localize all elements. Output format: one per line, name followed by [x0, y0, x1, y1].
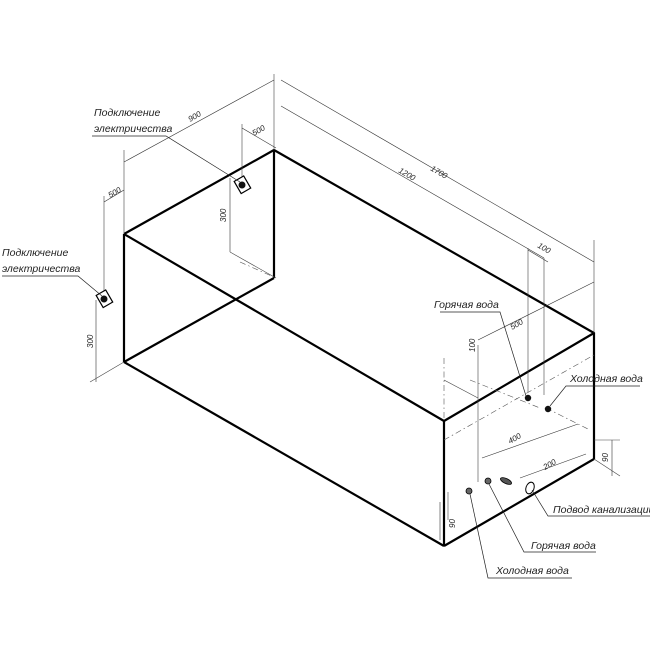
- drain-outlet-icon: [525, 481, 535, 495]
- power-outlet-top-icon: [233, 175, 252, 195]
- dim-front-400: 400: [507, 431, 524, 446]
- label-power-left-2: электричества: [2, 263, 80, 275]
- dim-top-300: 300: [219, 208, 228, 222]
- label-cold-water-front: Холодная вода: [495, 565, 569, 577]
- dim-length-1200: 1200: [397, 166, 417, 183]
- label-power-top-2: электричества: [94, 123, 172, 135]
- dim-right-100: 100: [536, 241, 553, 256]
- dim-left-300: 300: [86, 334, 95, 348]
- label-power-left-1: Подключение: [2, 247, 68, 259]
- dim-width-900: 900: [187, 109, 204, 124]
- callout-labels: Подключение электричества Подключение эл…: [2, 107, 650, 577]
- dim-left-500: 500: [107, 185, 124, 200]
- top-dimensions: [89, 74, 621, 540]
- dim-top-500: 500: [251, 123, 268, 138]
- label-drain: Подвод канализации: [553, 504, 650, 516]
- label-cold-water-back: Холодная вода: [569, 373, 643, 385]
- cold-water-back-icon: [544, 405, 552, 413]
- hot-water-back-icon: [524, 394, 532, 402]
- hot-water-front-icon: [484, 477, 492, 485]
- dim-length-1700: 1700: [429, 164, 449, 181]
- dim-front-200: 200: [541, 457, 558, 472]
- connection-symbols: [95, 175, 552, 495]
- label-hot-water-front: Горячая вода: [531, 540, 596, 552]
- drain-pipe-icon: [500, 477, 512, 485]
- label-hot-water-back: Горячая вода: [434, 299, 499, 311]
- dimension-labels: 900 500 1700 1200 300 500 300 100 500 90…: [86, 109, 610, 528]
- dim-right-500: 500: [509, 317, 526, 332]
- label-power-top-1: Подключение: [94, 107, 160, 119]
- leader-lines: [2, 135, 650, 579]
- power-outlet-left-icon: [95, 289, 114, 309]
- dim-right-90: 90: [601, 453, 610, 462]
- dim-front-100: 100: [468, 338, 477, 352]
- bathtub-box: [122, 148, 596, 547]
- cold-water-front-icon: [465, 487, 473, 495]
- dim-front-90: 90: [448, 519, 457, 528]
